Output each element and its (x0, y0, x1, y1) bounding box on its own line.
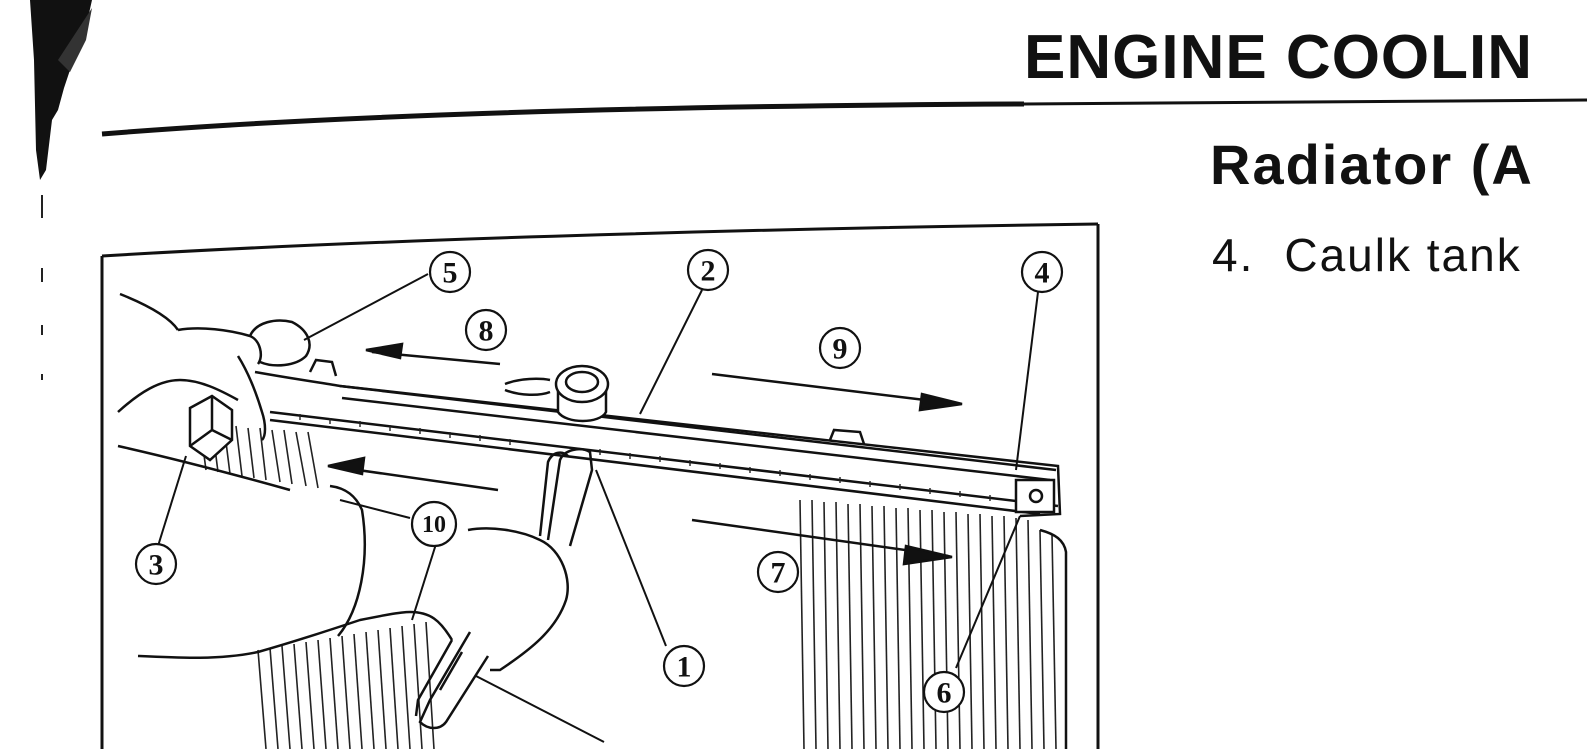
section-title: Radiator (A (1210, 133, 1534, 196)
callout-9: 9 (818, 326, 862, 370)
step-number: 4. (1212, 229, 1255, 281)
radiator-core-fins-bottom-left (257, 621, 435, 749)
right-hand-with-pliers (137, 448, 594, 730)
step-instruction: Caulk tank (1284, 229, 1522, 281)
radiator-tank (254, 358, 1062, 518)
callout-10: 10 (410, 500, 458, 548)
radiator-cap (554, 364, 610, 423)
svg-text:2: 2 (701, 255, 716, 288)
callout-2: 2 (686, 248, 730, 292)
page-title: ENGINE COOLIN (1024, 23, 1534, 92)
svg-text:4: 4 (1035, 257, 1050, 290)
page-binding-shadow (0, 0, 92, 380)
callout-leader-lines (157, 273, 1039, 743)
direction-arrows (327, 342, 963, 566)
header-rule (101, 98, 1587, 137)
callout-4: 4 (1020, 250, 1064, 294)
svg-text:3: 3 (149, 549, 164, 582)
header-plate-teeth (299, 414, 991, 501)
svg-text:10: 10 (422, 512, 446, 538)
svg-text:1: 1 (677, 651, 692, 684)
svg-text:8: 8 (479, 315, 494, 348)
radiator-core-fins-right (799, 499, 1057, 749)
figure-frame (100, 222, 1100, 749)
svg-text:9: 9 (833, 333, 848, 366)
callout-6: 6 (922, 670, 966, 714)
callout-8: 8 (464, 308, 508, 352)
svg-text:6: 6 (937, 677, 952, 710)
callout-3: 3 (134, 542, 178, 586)
callout-5: 5 (428, 250, 472, 294)
svg-text:7: 7 (771, 557, 786, 590)
callout-7: 7 (756, 550, 800, 594)
callout-1: 1 (662, 644, 706, 688)
svg-text:5: 5 (443, 257, 458, 290)
left-hand (117, 292, 311, 492)
procedure-step: 4. Caulk tank (1212, 228, 1522, 282)
tank-end-left (188, 394, 234, 462)
